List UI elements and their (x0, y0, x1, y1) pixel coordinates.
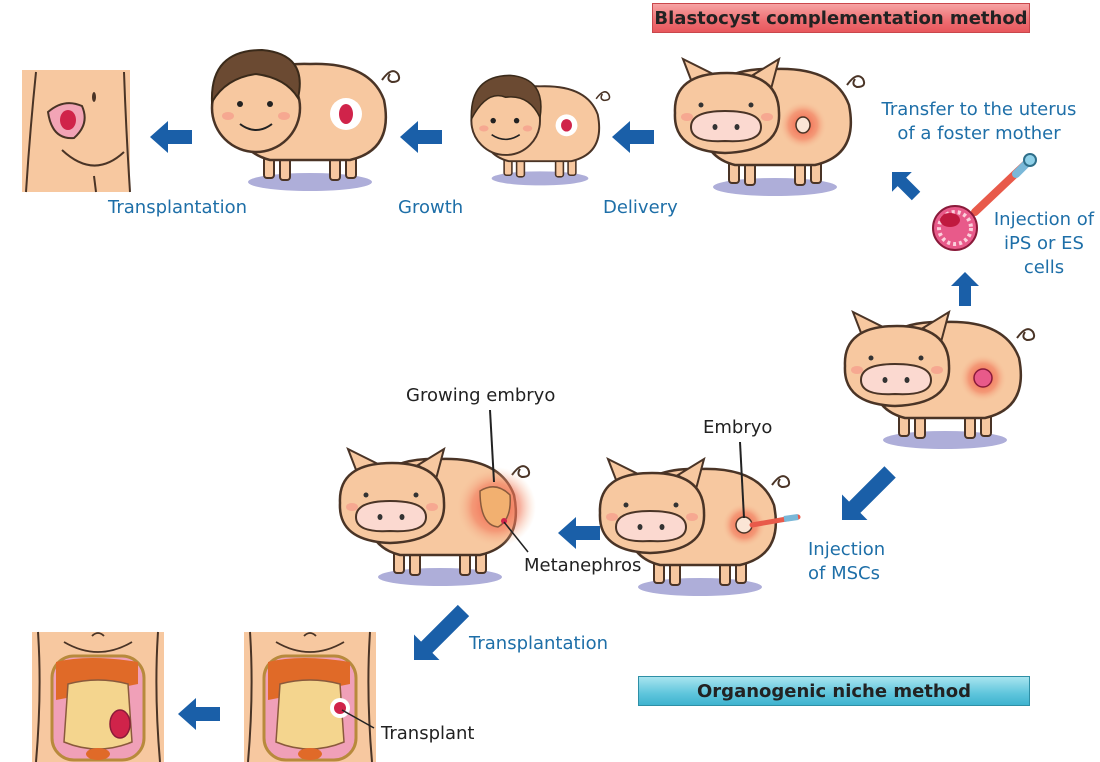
organogenic-method-header: Organogenic niche method (638, 676, 1030, 706)
arrow-left-icon (558, 517, 600, 549)
growing-embryo-pointer-line (489, 409, 495, 483)
arrow-up-left-icon (892, 172, 921, 201)
human-abdomen-transplant (22, 70, 131, 193)
embryo-injection-pig (598, 457, 801, 598)
label-growing-embryo: Growing embryo (406, 385, 556, 406)
adult-human-pig (210, 48, 401, 193)
arrow-down-left-icon (842, 466, 896, 520)
label-injection-mscs-line1: Injection (808, 539, 886, 560)
arrow-left-icon (612, 121, 654, 153)
label-injection-ips: Injection of iPS or ES cells (988, 208, 1100, 280)
arrow-up-icon (951, 272, 979, 306)
arrow-left-icon (150, 121, 192, 153)
transplant-pointer-line (341, 709, 375, 729)
human-torso-with-transplant (242, 630, 378, 762)
label-transplant: Transplant (381, 723, 475, 744)
blastocyst-syringe (932, 153, 1037, 251)
recipient-pig (843, 310, 1036, 451)
label-delivery: Delivery (603, 197, 678, 218)
label-injection-mscs: Injection of MSCs (808, 538, 885, 586)
foster-mother-pig (673, 57, 866, 198)
label-embryo: Embryo (703, 417, 773, 438)
arrow-left-icon (178, 698, 220, 730)
arrow-left-icon (400, 121, 442, 153)
label-injection-ips-line2: iPS or ES (1004, 233, 1084, 254)
label-growth: Growth (398, 197, 464, 218)
arrow-down-left-icon (414, 604, 470, 660)
label-injection-mscs-line2: of MSCs (808, 563, 880, 584)
label-transfer-line2: of a foster mother (897, 123, 1061, 144)
human-torso-with-kidney (30, 630, 166, 762)
blastocyst-method-header: Blastocyst complementation method (652, 3, 1030, 33)
label-injection-ips-line3: cells (1023, 257, 1065, 278)
label-transfer-line1: Transfer to the uterus (881, 99, 1077, 120)
label-injection-ips-line1: Injection of (993, 209, 1095, 230)
label-metanephros: Metanephros (524, 555, 642, 576)
growing-embryo-pig (338, 447, 536, 588)
label-transplantation-top: Transplantation (108, 197, 247, 218)
label-transfer-to-uterus: Transfer to the uterus of a foster mothe… (868, 98, 1090, 146)
label-transplantation-bottom: Transplantation (469, 633, 608, 654)
metanephros-pointer-line (503, 521, 529, 553)
young-human-pig (470, 74, 611, 187)
embryo-pointer-line (739, 441, 745, 519)
